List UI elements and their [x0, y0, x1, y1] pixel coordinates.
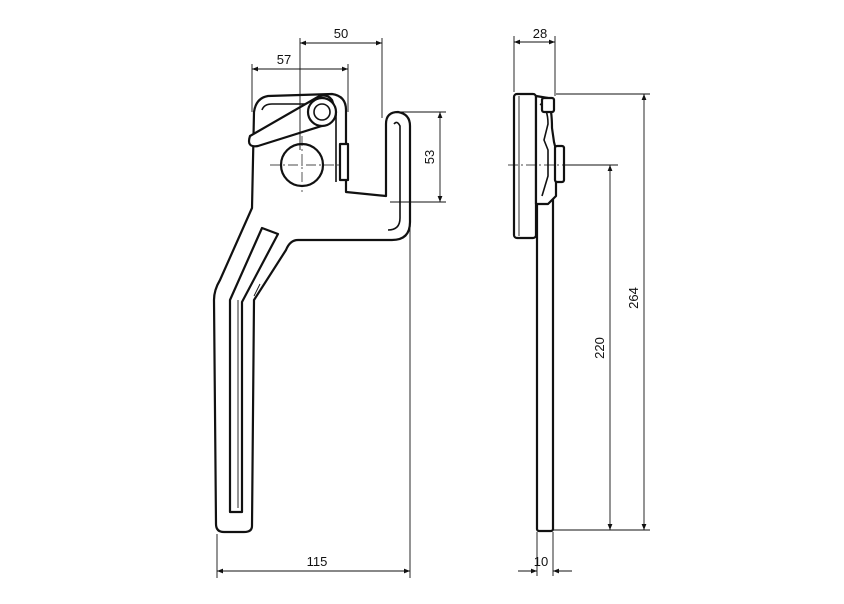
- hook-inner-edge: [387, 121, 401, 231]
- dim-label-10: 10: [534, 554, 548, 569]
- dimension-labels: 50 57 53 115 28 220 264 10: [277, 26, 641, 569]
- side-lever-shaft: [535, 188, 555, 533]
- locking-lug: [338, 142, 350, 182]
- dim-label-57: 57: [277, 52, 291, 67]
- side-view: [508, 92, 572, 533]
- dim-label-53: 53: [422, 150, 437, 164]
- side-base-plate: [512, 92, 538, 240]
- dimension-lines: [216, 36, 650, 578]
- grip-slot: [228, 226, 280, 514]
- dim-label-28: 28: [533, 26, 547, 41]
- lever-pivot-ring: [306, 96, 338, 128]
- front-view: [212, 92, 412, 534]
- dim-label-220: 220: [592, 337, 607, 359]
- dim-label-264: 264: [626, 287, 641, 309]
- handle-body: [212, 92, 412, 534]
- dim-label-115: 115: [307, 554, 328, 569]
- lever-pivot-hole: [313, 103, 331, 121]
- side-spindle-stub: [553, 144, 566, 184]
- dim-label-50: 50: [334, 26, 348, 41]
- side-lever-head: [540, 96, 556, 114]
- grip-step-line: [253, 283, 261, 297]
